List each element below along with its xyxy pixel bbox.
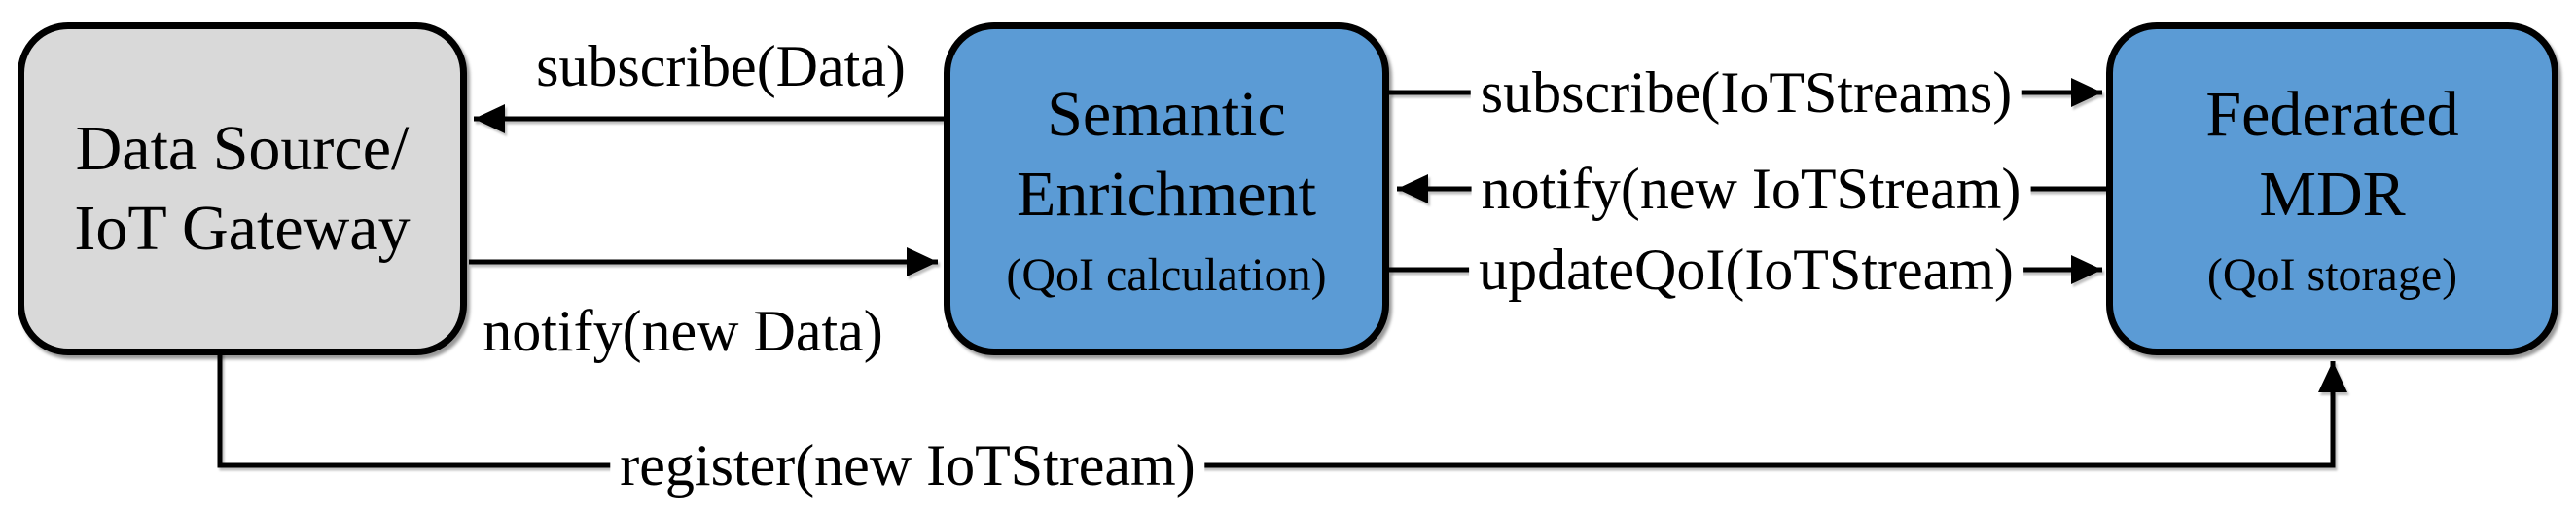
node-title-line: Data Source/ — [75, 113, 410, 184]
node-title-line: Enrichment — [1017, 159, 1316, 230]
node-subtitle: (QoI storage) — [2206, 249, 2458, 301]
edge-label-notify-new-iotstream: notify(new IoTStream) — [1471, 158, 2031, 220]
node-title-line: IoT Gateway — [74, 193, 411, 264]
register-new-iotstream-arrow — [217, 350, 2347, 468]
edge-label-register-new-iotstream: register(new IoTStream) — [610, 434, 1205, 497]
node-data-source-iot-gateway: Data Source/ IoT Gateway — [18, 22, 467, 355]
edge-label-subscribe-iotstreams: subscribe(IoTStreams) — [1470, 61, 2022, 124]
edge-label-updateqoi-iotstream: updateQoI(IoTStream) — [1469, 239, 2023, 301]
node-title-line: MDR — [2259, 159, 2406, 230]
node-subtitle: (QoI calculation) — [1006, 249, 1327, 301]
edge-label-notify-new-data: notify(new Data) — [483, 299, 883, 363]
node-title-line: Semantic — [1047, 79, 1286, 150]
node-title-line: Federated — [2205, 79, 2459, 150]
edge-label-subscribe-data: subscribe(Data) — [536, 34, 906, 98]
node-federated-mdr: Federated MDR (QoI storage) — [2106, 22, 2558, 355]
node-semantic-enrichment: Semantic Enrichment (QoI calculation) — [944, 22, 1389, 355]
